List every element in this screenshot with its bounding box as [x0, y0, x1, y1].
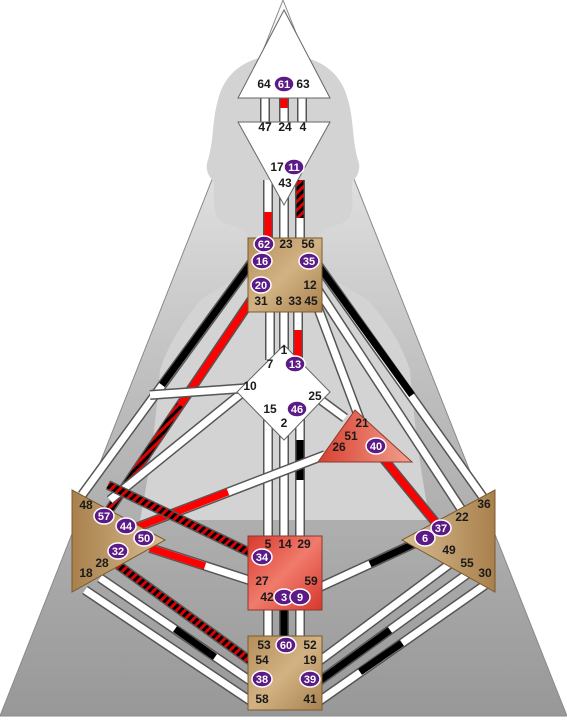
gate-26[interactable]: 26 [332, 440, 346, 454]
gate-19[interactable]: 19 [303, 653, 317, 667]
gate-55[interactable]: 55 [460, 556, 474, 570]
gate-46-activation-marker [286, 400, 308, 418]
gate-21[interactable]: 21 [355, 416, 369, 430]
gate-20-activation-marker [250, 276, 272, 294]
gate-16[interactable]: 16 [256, 256, 268, 268]
gate-25[interactable]: 25 [308, 389, 322, 403]
head-center [237, 8, 331, 99]
gate-9[interactable]: 9 [297, 592, 303, 604]
gate-58[interactable]: 58 [255, 692, 269, 706]
gate-34-activation-marker [251, 548, 273, 566]
gate-62[interactable]: 62 [258, 239, 270, 251]
gate-40[interactable]: 40 [370, 441, 382, 453]
gate-47[interactable]: 47 [258, 120, 272, 134]
gate-41[interactable]: 41 [303, 692, 317, 706]
gate-35-activation-marker [298, 252, 320, 270]
gate-39[interactable]: 39 [304, 674, 316, 686]
gate-46[interactable]: 46 [291, 404, 303, 416]
gate-39-activation-marker [299, 670, 321, 688]
gate-34[interactable]: 34 [256, 552, 269, 564]
gate-6-activation-marker [414, 529, 436, 547]
gate-33[interactable]: 33 [288, 294, 302, 308]
gate-59[interactable]: 59 [304, 574, 318, 588]
gate-50-activation-marker [133, 529, 155, 547]
gate-17[interactable]: 17 [270, 160, 284, 174]
gate-38-activation-marker [251, 670, 273, 688]
gate-54[interactable]: 54 [255, 653, 269, 667]
gate-6[interactable]: 6 [422, 533, 428, 545]
gate-50[interactable]: 50 [138, 533, 150, 545]
gate-35[interactable]: 35 [303, 256, 315, 268]
gate-61-activation-marker [273, 75, 295, 93]
gate-11-activation-marker [283, 158, 305, 176]
gate-1[interactable]: 1 [281, 343, 288, 357]
gate-57-activation-marker [93, 507, 115, 525]
gate-29[interactable]: 29 [297, 537, 311, 551]
gate-44[interactable]: 44 [120, 521, 133, 533]
gate-18[interactable]: 18 [79, 566, 93, 580]
gate-4[interactable]: 4 [300, 120, 307, 134]
gate-48[interactable]: 48 [79, 498, 93, 512]
gate-2[interactable]: 2 [281, 416, 288, 430]
gate-42[interactable]: 42 [260, 590, 274, 604]
gate-57[interactable]: 57 [98, 511, 110, 523]
gate-60[interactable]: 60 [280, 640, 292, 652]
gate-44-activation-marker [115, 517, 137, 535]
gate-38[interactable]: 38 [256, 674, 268, 686]
gate-22[interactable]: 22 [455, 510, 469, 524]
gate-49[interactable]: 49 [442, 543, 456, 557]
heart-center [317, 409, 414, 463]
gate-51[interactable]: 51 [344, 429, 358, 443]
gate-7[interactable]: 7 [267, 357, 274, 371]
gate-64[interactable]: 64 [257, 77, 271, 91]
gate-31[interactable]: 31 [254, 294, 268, 308]
gate-60-activation-marker [275, 636, 297, 654]
gate-28[interactable]: 28 [95, 556, 109, 570]
gate-24[interactable]: 24 [278, 120, 292, 134]
gate-14[interactable]: 14 [278, 537, 292, 551]
gate-30[interactable]: 30 [478, 566, 492, 580]
gate-5[interactable]: 5 [265, 537, 272, 551]
gate-37[interactable]: 37 [435, 523, 447, 535]
gate-9-activation-marker [289, 588, 311, 606]
gate-37-activation-marker [430, 519, 452, 537]
gate-32[interactable]: 32 [112, 546, 124, 558]
gate-43[interactable]: 43 [278, 176, 292, 190]
gate-52[interactable]: 52 [303, 638, 317, 652]
gate-62-activation-marker [253, 235, 275, 253]
gate-61[interactable]: 61 [278, 79, 290, 91]
gate-11[interactable]: 11 [288, 162, 300, 174]
g-center [236, 344, 331, 441]
gate-10[interactable]: 10 [243, 379, 257, 393]
gate-36[interactable]: 36 [477, 497, 491, 511]
gate-32-activation-marker [107, 542, 129, 560]
gate-13[interactable]: 13 [289, 359, 301, 371]
solar-plexus-center [400, 489, 496, 593]
gate-16-activation-marker [251, 252, 273, 270]
gate-20[interactable]: 20 [255, 280, 267, 292]
gate-8[interactable]: 8 [276, 294, 283, 308]
gate-15[interactable]: 15 [263, 402, 277, 416]
gate-12[interactable]: 12 [303, 278, 317, 292]
gate-40-activation-marker [365, 437, 387, 455]
channels [77, 98, 490, 707]
ajna-center [237, 121, 331, 207]
gate-63[interactable]: 63 [296, 77, 310, 91]
gate-45[interactable]: 45 [304, 294, 318, 308]
gate-3[interactable]: 3 [281, 592, 287, 604]
gate-56[interactable]: 56 [301, 237, 315, 251]
gate-13-activation-marker [284, 355, 306, 373]
gate-27[interactable]: 27 [255, 574, 269, 588]
gate-53[interactable]: 53 [257, 638, 271, 652]
gate-23[interactable]: 23 [279, 237, 293, 251]
